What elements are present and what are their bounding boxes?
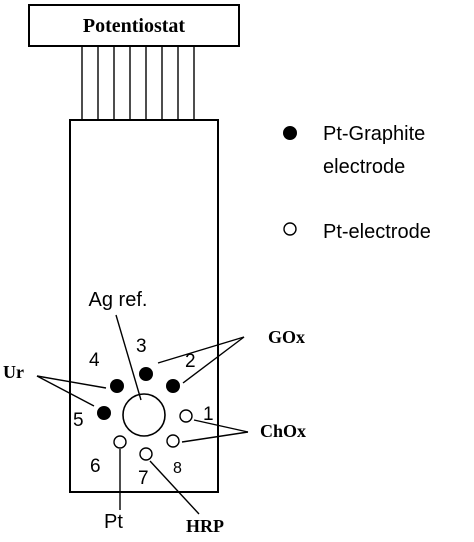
legend: Pt-Graphite electrode Pt-electrode (283, 123, 431, 243)
legend-item-pt-graphite-line2: electrode (323, 156, 405, 178)
legend-filled-dot-icon (283, 126, 297, 140)
ag-ref-leader (115, 314, 142, 401)
electrode-number-8: 8 (173, 460, 182, 477)
hrp-leader (149, 460, 200, 515)
electrode-number-7: 7 (138, 468, 149, 489)
electrode-8 (166, 434, 180, 448)
ag-ref-label: Ag ref. (89, 289, 148, 311)
ur-leader-4 (36, 375, 107, 389)
electrode-5 (97, 406, 111, 420)
leader-lines (36, 314, 249, 515)
potentiostat-box: Potentiostat (28, 4, 240, 47)
gox-leader-3 (157, 336, 245, 364)
electrode-number-1: 1 (203, 404, 214, 425)
legend-item-pt-electrode: Pt-electrode (323, 221, 431, 243)
gox-label: GOx (268, 327, 305, 347)
electrode-7 (139, 447, 153, 461)
chox-leader-8 (181, 431, 249, 443)
ag-reference-electrode (122, 393, 166, 437)
electrode-number-5: 5 (73, 410, 84, 431)
electrode-3 (139, 367, 153, 381)
electrode-number-6: 6 (90, 456, 101, 477)
ur-label: Ur (3, 362, 24, 382)
electrode-number-3: 3 (136, 336, 147, 357)
potentiostat-label: Potentiostat (83, 15, 186, 37)
electrode-6 (113, 435, 127, 449)
electrode-number-2: 2 (185, 351, 196, 372)
electrode-2 (166, 379, 180, 393)
chox-leader-1 (193, 419, 249, 433)
legend-item-pt-graphite-line1: Pt-Graphite (323, 123, 425, 145)
gox-leader-2 (182, 336, 245, 384)
pt-label: Pt (104, 511, 123, 533)
legend-open-dot-icon (283, 222, 297, 236)
chox-label: ChOx (260, 421, 306, 441)
electrode-number-4: 4 (89, 350, 100, 371)
hrp-label: HRP (186, 516, 224, 536)
ur-leader-5 (36, 375, 95, 407)
electrode-1 (179, 409, 193, 423)
electrode-4 (110, 379, 124, 393)
